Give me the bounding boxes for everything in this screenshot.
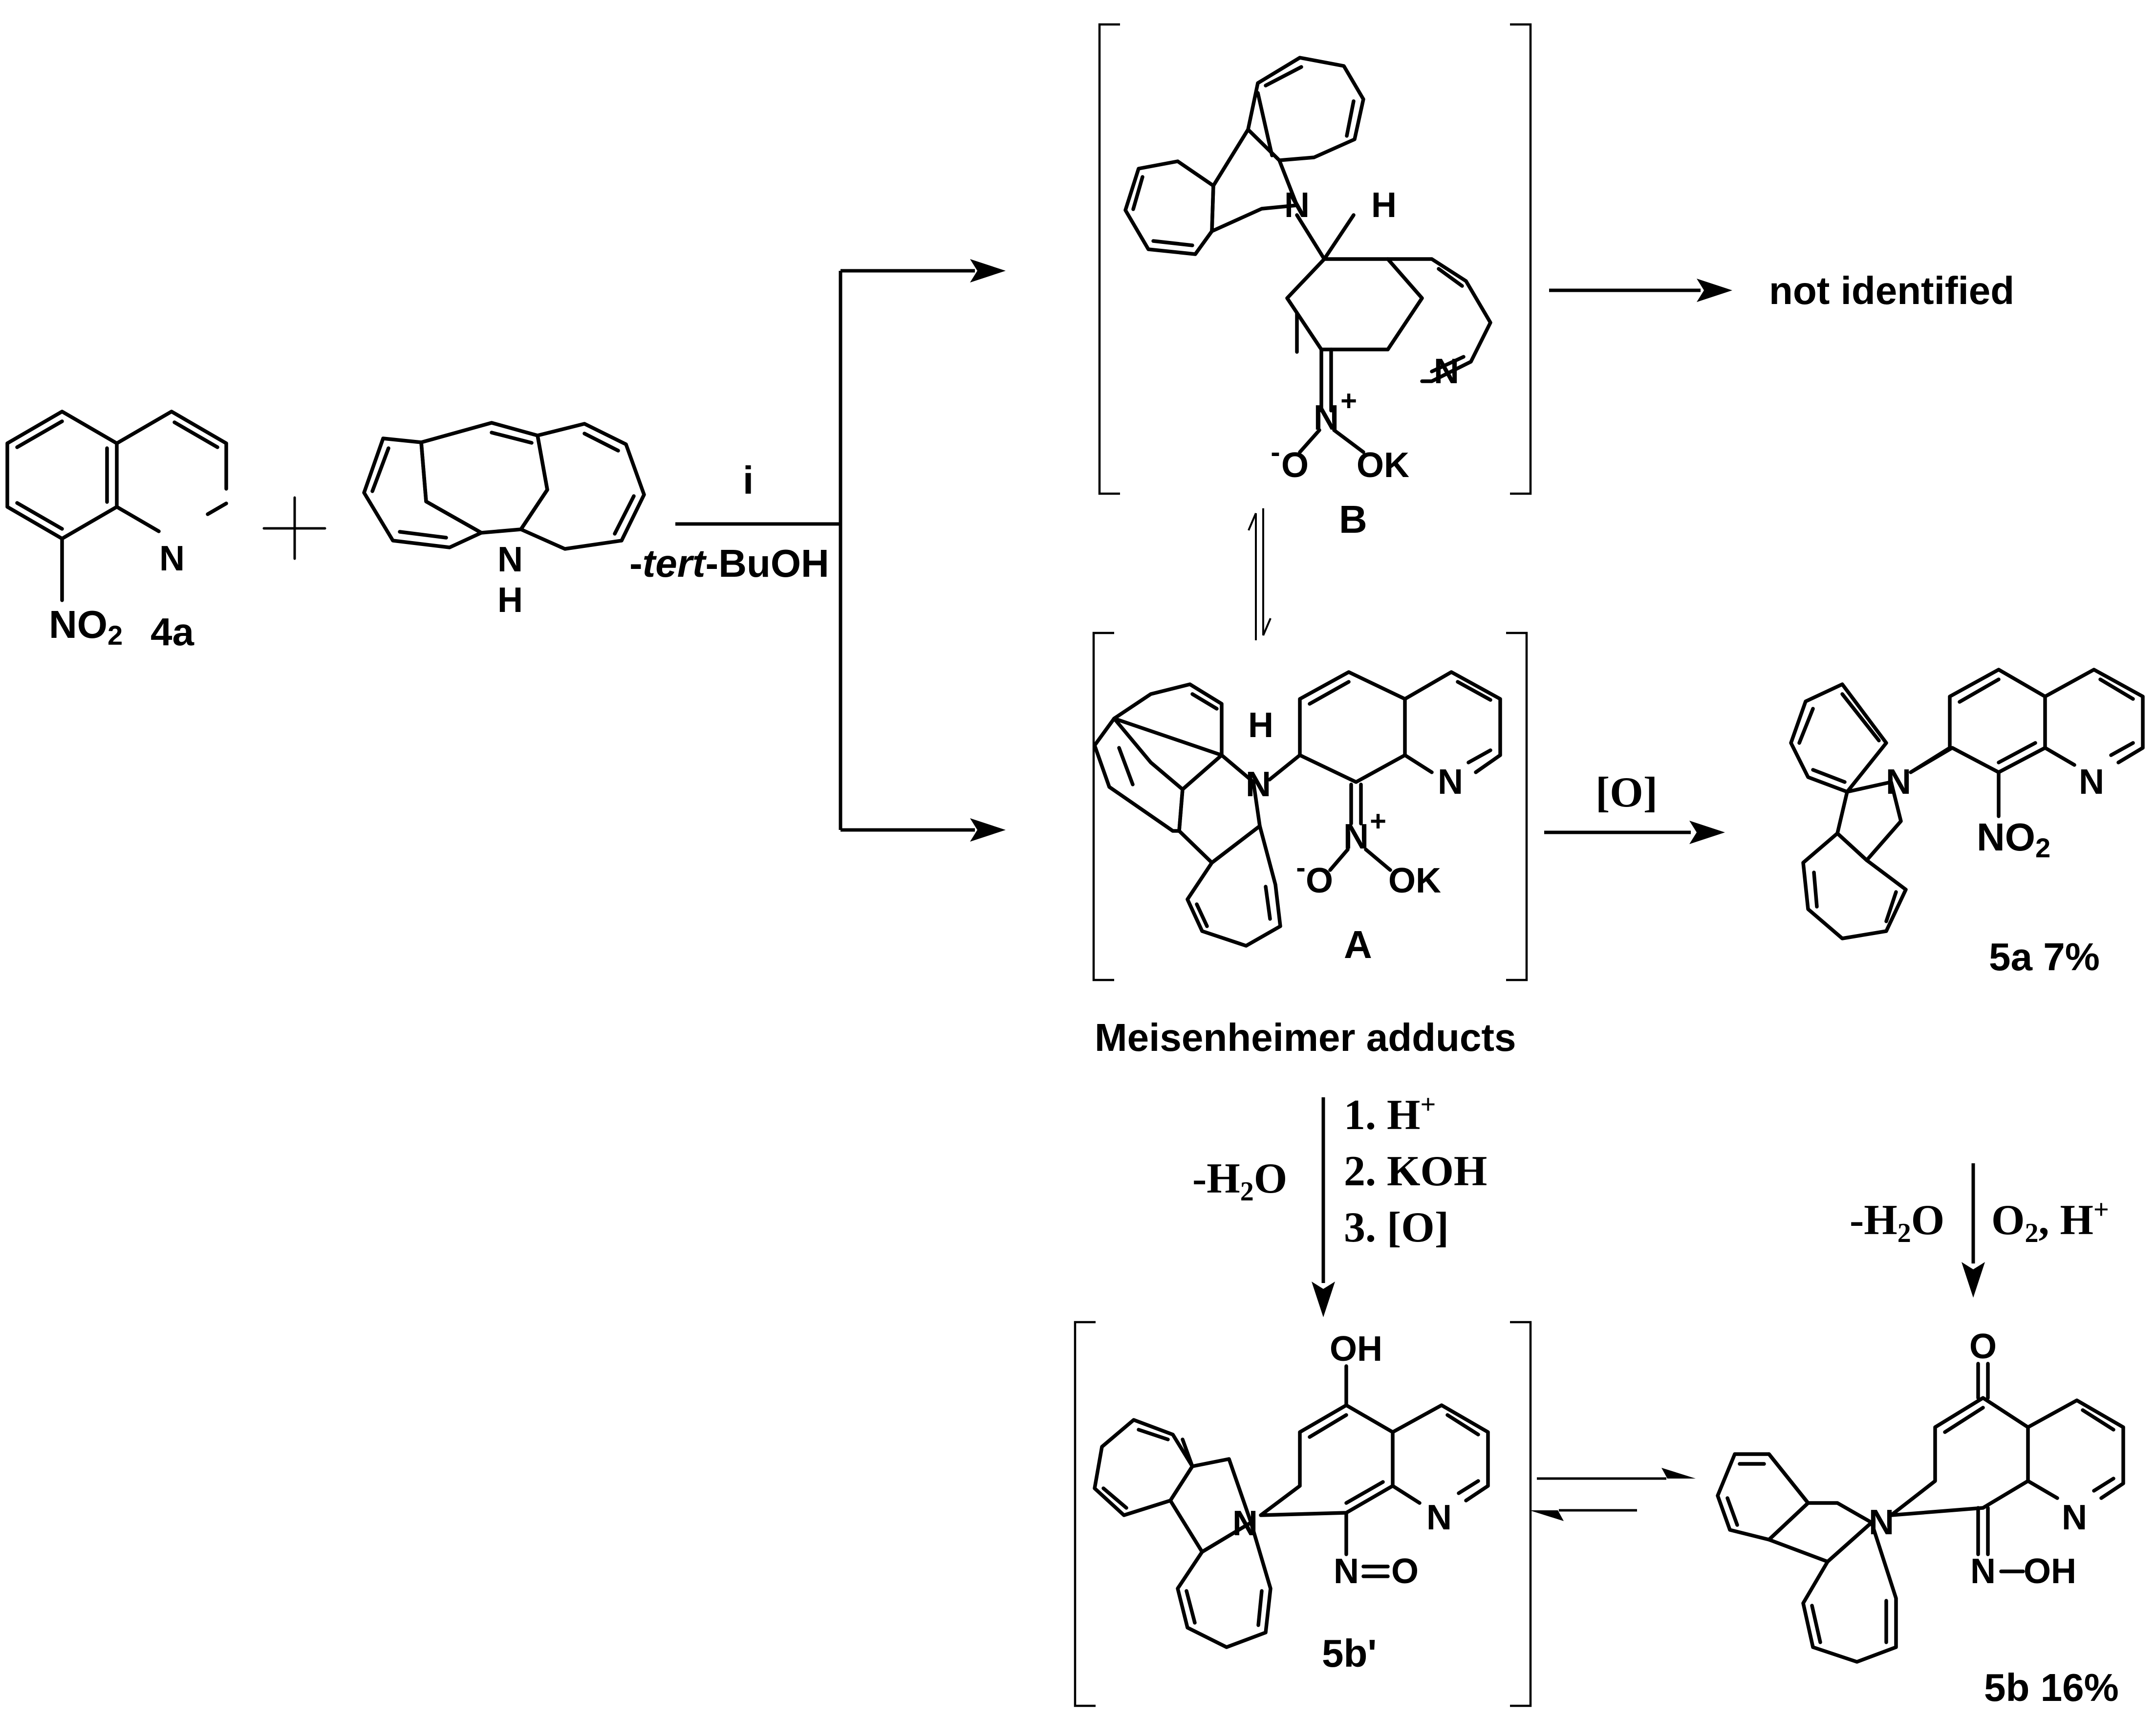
atom-N-nitroso-5bprime: N <box>1334 1552 1359 1591</box>
atom-OH-oxime-5b: OH <box>2024 1552 2076 1591</box>
atom-N-ring-5bprime: N <box>1426 1498 1452 1537</box>
atom-N-carbazole-A: N <box>1246 765 1271 804</box>
structure-B: N H N N + O - OK B <box>1098 23 1532 541</box>
atom-N-ring-B: N <box>1434 352 1459 391</box>
atom-N-carbazole-5b: N <box>1869 1503 1894 1542</box>
structure-4a: N NO2 4a <box>5 410 228 653</box>
atom-OH-5bprime: OH <box>1330 1329 1382 1369</box>
atom-N-carbazole-B: N <box>1284 186 1310 225</box>
structure-A: N H N N + O - OK A <box>1092 631 1528 981</box>
atom-O-nitroso-5bprime: O <box>1391 1552 1419 1591</box>
condition-tert-buoh: -tert-BuOH <box>629 542 829 585</box>
equilibrium-B-A <box>1248 508 1272 640</box>
atom-N-ring-5a: N <box>2079 762 2104 802</box>
plus-sign <box>262 496 326 560</box>
arrow-5a-5b: -H2O O2, H+ <box>1850 1163 2109 1298</box>
structure-5a: N N NO2 5a 7% <box>1789 668 2145 979</box>
structure-carbazole: N H <box>362 421 646 620</box>
label-5bprime: 5b' <box>1322 1632 1377 1675</box>
arrow-B-not-identified: not identified <box>1549 269 2014 312</box>
condition-oxidation: [O] <box>1595 769 1658 816</box>
atom-NH: N <box>497 540 523 579</box>
atom-N-carbazole-5bprime: N <box>1232 1504 1258 1543</box>
split-arrow: i -tert-BuOH <box>629 259 1006 842</box>
atom-OK-A: OK <box>1388 861 1441 900</box>
charge-plus-B: + <box>1340 385 1357 417</box>
atom-H-A: H <box>1248 706 1273 745</box>
charge-minus-A: - <box>1296 852 1305 884</box>
atom-O-minus-A: O <box>1306 861 1333 900</box>
condition-seq-3: 3. [O] <box>1344 1204 1449 1251</box>
condition-right-dehydrate: -H2O <box>1850 1197 1944 1248</box>
structure-5b: N O N N OH 5b 16% <box>1716 1327 2125 1709</box>
text-not-identified: not identified <box>1769 269 2014 312</box>
text-meisenheimer: Meisenheimer adducts <box>1095 1016 1516 1059</box>
atom-N-carbazole-5a: N <box>1886 762 1911 802</box>
nitro-group-4a: NO2 <box>49 603 123 651</box>
equilibrium-5bprime-5b <box>1530 1468 1696 1521</box>
atom-N-oxime-5b: N <box>1970 1552 1996 1591</box>
charge-plus-A: + <box>1370 806 1386 837</box>
nitro-group-5a: NO2 <box>1977 815 2050 863</box>
condition-i: i <box>743 458 754 502</box>
arrow-A-5bprime: 1. H+ 2. KOH 3. [O] -H2O <box>1192 1089 1487 1317</box>
atom-H: H <box>497 581 523 620</box>
atom-N-ring-A: N <box>1438 762 1463 802</box>
atom-H-B: H <box>1371 186 1397 225</box>
atom-N: N <box>159 539 185 578</box>
condition-right-reagents: O2, H+ <box>1991 1195 2109 1248</box>
label-5a: 5a 7% <box>1989 935 2100 979</box>
label-A: A <box>1344 923 1372 966</box>
label-5b: 5b 16% <box>1984 1666 2119 1709</box>
atom-O-minus-B: O <box>1281 446 1309 485</box>
condition-seq-2: 2. KOH <box>1344 1148 1487 1195</box>
atom-O-ketone-5b: O <box>1969 1327 1997 1366</box>
atom-N-ring-5b: N <box>2062 1498 2087 1537</box>
condition-seq-1: 1. H+ <box>1344 1089 1436 1139</box>
atom-OK-B: OK <box>1357 446 1409 485</box>
condition-dehydrate: -H2O <box>1192 1155 1287 1207</box>
arrow-A-5a: [O] <box>1544 769 1725 844</box>
label-4a: 4a <box>151 610 194 653</box>
label-B: B <box>1339 498 1367 541</box>
charge-minus-B: - <box>1271 436 1280 468</box>
structure-5bprime: N OH N N O 5b' <box>1074 1321 1532 1707</box>
